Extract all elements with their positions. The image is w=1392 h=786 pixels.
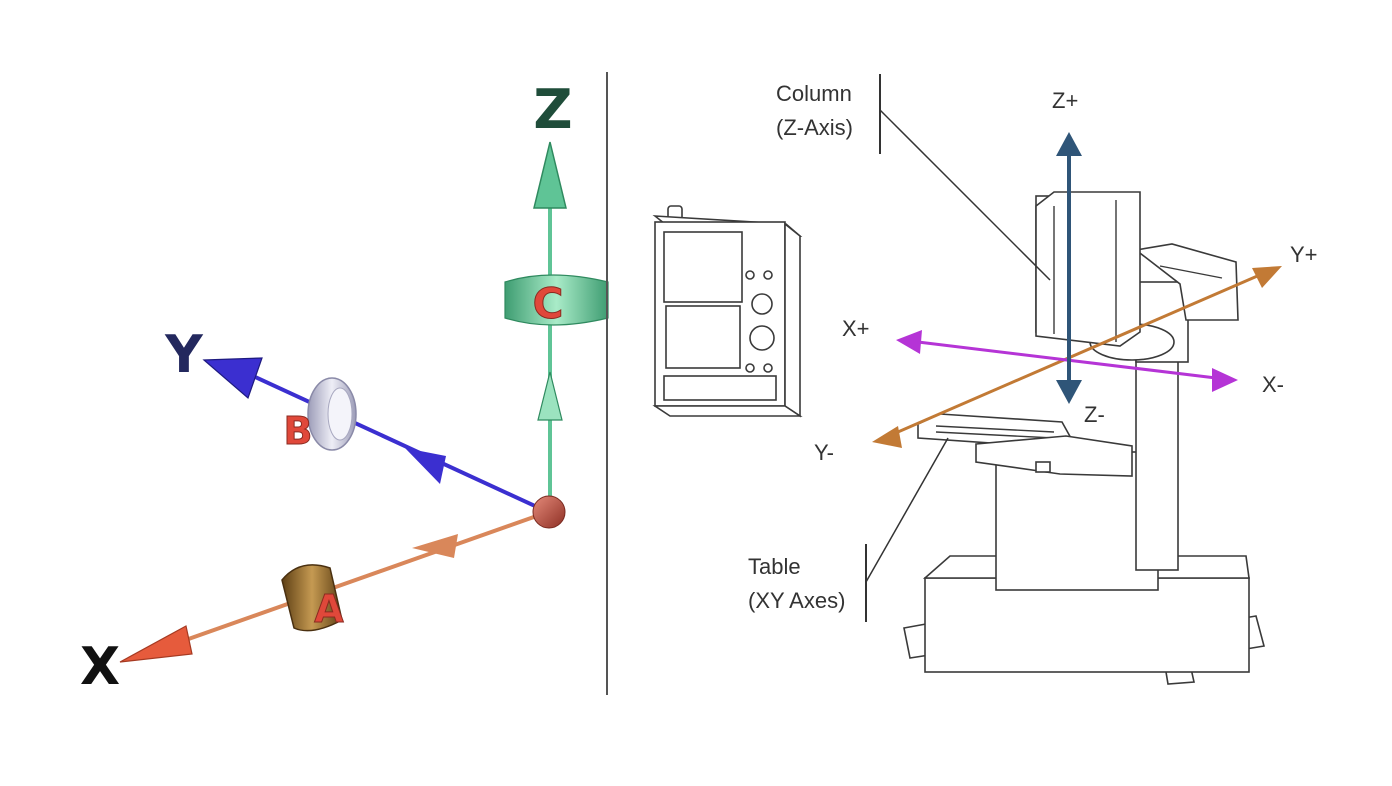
table-label-line1: Table: [748, 554, 801, 579]
table-label-line2: (XY Axes): [748, 588, 845, 613]
z-axis-letter: Z: [533, 78, 572, 141]
x-axis-letter: X: [80, 637, 120, 697]
y-axis-line: [872, 266, 1282, 448]
a-rotation-band: [281, 564, 343, 632]
table-callout-leader: [865, 437, 949, 583]
y-axis-letter: Y: [164, 325, 204, 385]
y-plus-label: Y+: [1290, 242, 1318, 267]
machine-table: [917, 413, 1133, 477]
y-axis-arrow: [202, 357, 549, 514]
c-rotation-letter: C: [533, 279, 564, 328]
origin-sphere: [532, 495, 566, 529]
right-machine-diagram: Column (Z-Axis) Table (XY Axes) Z+ Z- X+…: [652, 74, 1318, 685]
z-axis-arrow: [533, 141, 567, 512]
y-minus-label: Y-: [814, 440, 834, 465]
left-axis-diagram: Z C Y B X A: [80, 78, 609, 697]
b-rotation-band: [307, 377, 357, 451]
column-label-line2: (Z-Axis): [776, 115, 853, 140]
machine-base: [903, 555, 1265, 685]
column-label-line1: Column: [776, 81, 852, 106]
control-pendant: [652, 205, 803, 418]
column-callout-leader: [879, 109, 1051, 281]
a-rotation-letter: A: [314, 587, 344, 631]
machine-column: [1035, 191, 1239, 571]
b-rotation-letter: B: [284, 409, 313, 453]
z-minus-label: Z-: [1084, 402, 1105, 427]
z-axis-line: [1056, 132, 1082, 404]
x-axis-arrow: [119, 510, 549, 663]
x-minus-label: X-: [1262, 372, 1284, 397]
z-plus-label: Z+: [1052, 88, 1078, 113]
x-plus-label: X+: [842, 316, 870, 341]
